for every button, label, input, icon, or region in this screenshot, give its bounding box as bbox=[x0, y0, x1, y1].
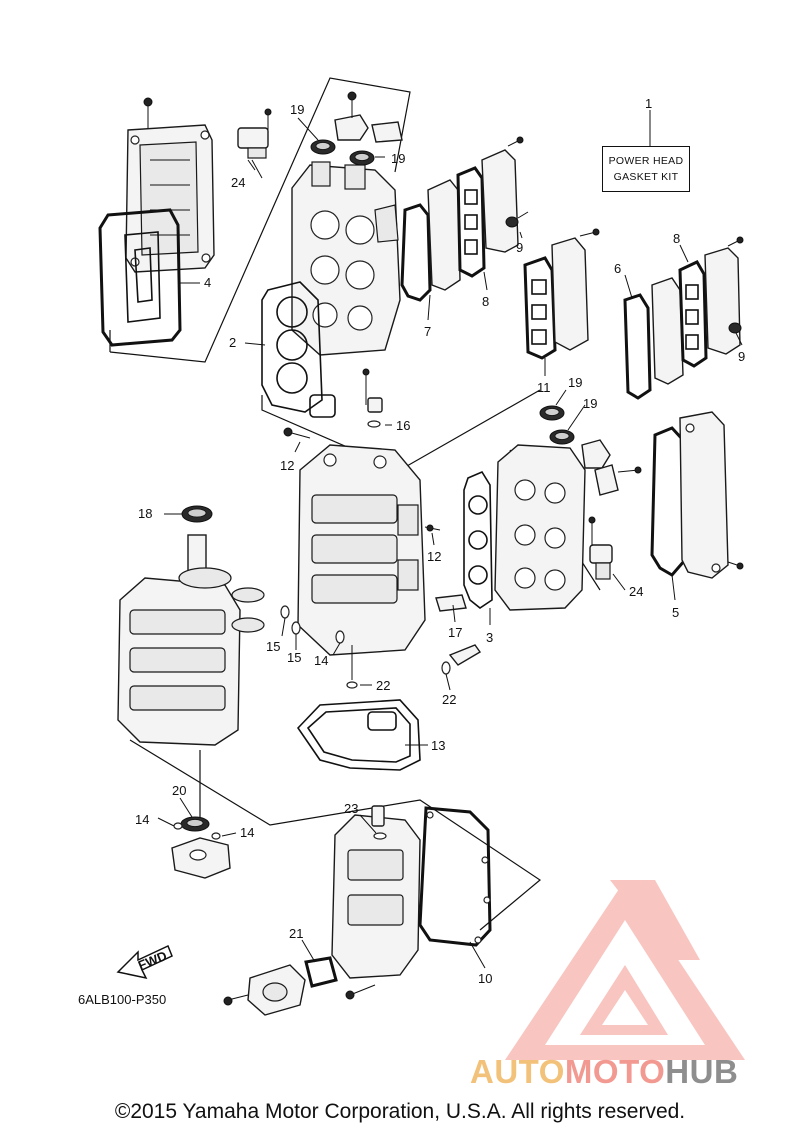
watermark-logo bbox=[505, 880, 745, 1060]
callout-8-upper: 8 bbox=[482, 294, 489, 309]
callout-14-block: 14 bbox=[314, 653, 328, 668]
exhaust-cover-upper bbox=[481, 136, 524, 253]
gasket-part-13 bbox=[296, 699, 421, 771]
bolt-part-12-upper bbox=[283, 427, 311, 439]
gasket-part-11 bbox=[523, 256, 557, 360]
callout-20: 20 bbox=[172, 783, 186, 798]
gasket-part-8-right bbox=[678, 260, 708, 368]
callout-19-lower-right: 19 bbox=[583, 396, 597, 411]
exhaust-outer-cover bbox=[331, 805, 421, 1000]
callout-6: 6 bbox=[614, 261, 621, 276]
callout-16: 16 bbox=[396, 418, 410, 433]
cover-plate-upper bbox=[427, 179, 461, 291]
callout-17: 17 bbox=[448, 625, 462, 640]
housing-lower-left bbox=[171, 822, 231, 879]
sensor-part-24-lower bbox=[588, 516, 613, 580]
callout-11: 11 bbox=[537, 380, 551, 395]
power-head-gasket-kit-label: POWER HEAD GASKET KIT bbox=[602, 146, 690, 192]
watermark-word-auto: AUTO bbox=[470, 1053, 565, 1090]
gasket-part-8-upper bbox=[456, 166, 486, 278]
bolt-part-9-upper bbox=[505, 211, 529, 228]
callout-23: 23 bbox=[344, 801, 358, 816]
callout-12-upper: 12 bbox=[280, 458, 294, 473]
callout-19-upper-left: 19 bbox=[290, 102, 304, 117]
callout-14-left: 14 bbox=[135, 812, 149, 827]
callout-18: 18 bbox=[138, 506, 152, 521]
cylinder-head-cover-left bbox=[125, 97, 215, 273]
fitting-part-22-right bbox=[441, 644, 482, 675]
head-cover-right bbox=[679, 411, 744, 579]
callout-9-upper: 9 bbox=[516, 240, 523, 255]
fwd-arrow-icon: FWD bbox=[116, 944, 173, 980]
oil-seal-part-19-upper bbox=[310, 139, 375, 166]
gasket-part-6 bbox=[623, 293, 652, 400]
oil-seal-part-20 bbox=[180, 816, 210, 832]
camshaft-cap-upper bbox=[334, 91, 403, 143]
kit-label-line-2: GASKET KIT bbox=[613, 171, 679, 183]
gasket-part-4 bbox=[98, 208, 182, 347]
gasket-part-10 bbox=[418, 806, 492, 947]
callout-7: 7 bbox=[424, 324, 431, 339]
gasket-part-5 bbox=[650, 426, 687, 577]
callout-15-right: 15 bbox=[287, 650, 301, 665]
bolt-part-12-right bbox=[424, 524, 441, 532]
callout-15-left: 15 bbox=[266, 639, 280, 654]
bracket-part-17 bbox=[435, 594, 467, 612]
callout-24-lower: 24 bbox=[629, 584, 643, 599]
callout-19-lower-left: 19 bbox=[568, 375, 582, 390]
head-gasket-part-2 bbox=[261, 281, 336, 418]
head-gasket-part-3 bbox=[463, 470, 493, 609]
gasket-part-7 bbox=[400, 203, 432, 302]
callout-12-right: 12 bbox=[427, 549, 441, 564]
crankcase bbox=[117, 534, 265, 746]
leader-lines bbox=[157, 110, 743, 969]
kit-label-line-1: POWER HEAD bbox=[608, 155, 684, 167]
callout-2: 2 bbox=[229, 335, 236, 350]
callout-14-right: 14 bbox=[240, 825, 254, 840]
callout-22-right: 22 bbox=[442, 692, 456, 707]
drawing-code: 6ALB100-P350 bbox=[78, 992, 167, 1007]
camshaft-cap-lower bbox=[581, 439, 642, 496]
sensor-part-24-upper bbox=[237, 108, 272, 179]
callout-21: 21 bbox=[289, 926, 303, 941]
cylinder-block bbox=[297, 444, 426, 656]
exhaust-cover-right bbox=[704, 236, 744, 355]
watermark-wordmark: AUTOMOTOHUB bbox=[470, 1053, 738, 1091]
callout-9-right: 9 bbox=[738, 349, 745, 364]
watermark-word-hub: HUB bbox=[665, 1053, 739, 1090]
callout-13: 13 bbox=[431, 738, 445, 753]
fwd-label: FWD bbox=[136, 948, 169, 973]
sensor-part-16 bbox=[362, 368, 383, 428]
callout-24-upper: 24 bbox=[231, 175, 245, 190]
callout-4: 4 bbox=[204, 275, 211, 290]
exhaust-cover-middle bbox=[551, 228, 600, 351]
callout-19-upper-right: 19 bbox=[391, 151, 405, 166]
callout-1: 1 bbox=[645, 96, 652, 111]
cylinder-head-lower bbox=[494, 444, 586, 611]
callout-3: 3 bbox=[486, 630, 493, 645]
callout-10: 10 bbox=[478, 971, 492, 986]
thermostat-housing bbox=[223, 964, 306, 1016]
callout-5: 5 bbox=[672, 605, 679, 620]
callout-8-right: 8 bbox=[673, 231, 680, 246]
callout-numbers: 1 2 3 4 5 6 7 8 8 9 9 10 11 12 12 13 14 … bbox=[135, 96, 745, 986]
oil-seal-part-18 bbox=[181, 505, 213, 523]
o-rings-block bbox=[280, 605, 358, 689]
cylinder-head-upper bbox=[291, 161, 401, 356]
callout-22-left: 22 bbox=[376, 678, 390, 693]
cover-plate-right bbox=[651, 277, 684, 385]
watermark-word-moto: MOTO bbox=[564, 1053, 666, 1090]
oil-seal-part-19-lower bbox=[539, 405, 575, 445]
copyright-notice: ©2015 Yamaha Motor Corporation, U.S.A. A… bbox=[114, 1100, 686, 1123]
gasket-part-21 bbox=[304, 956, 338, 988]
